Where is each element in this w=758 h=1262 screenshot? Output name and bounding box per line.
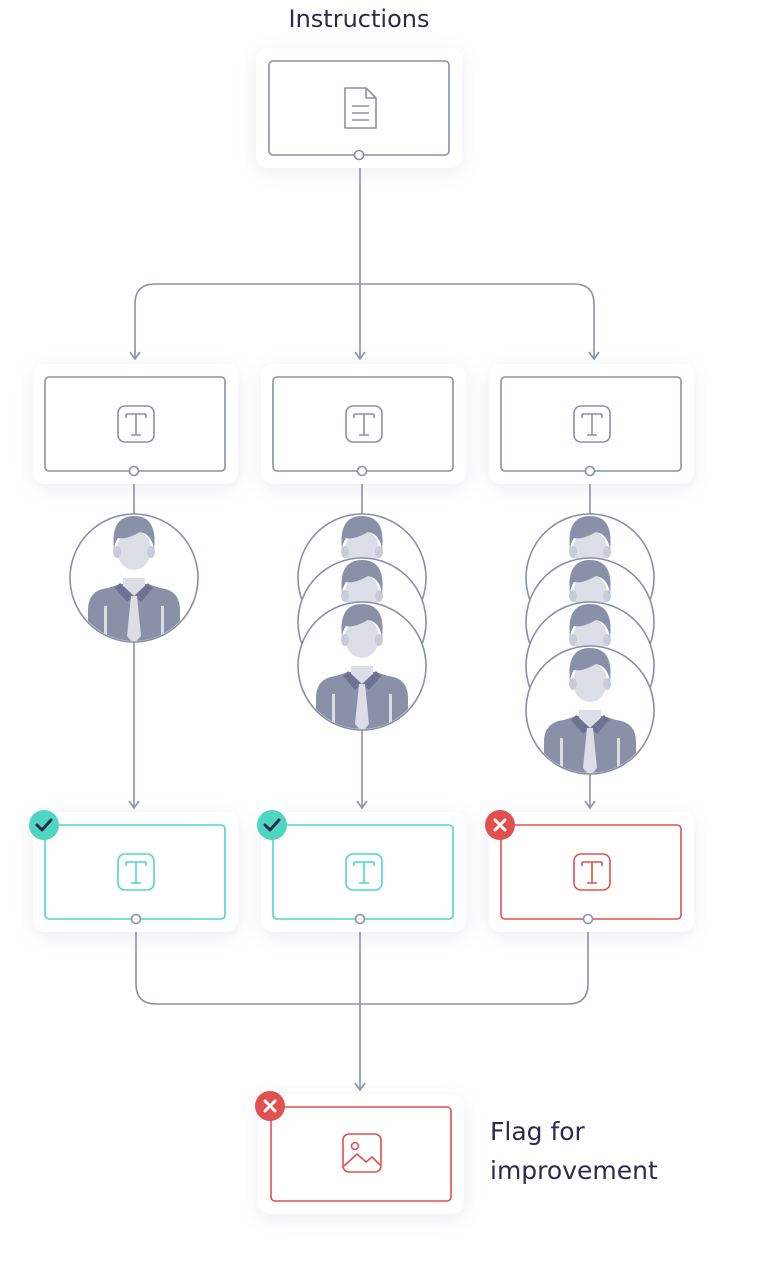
instructions-card <box>256 48 462 168</box>
text-icon <box>345 405 383 443</box>
worker-avatar <box>297 601 427 731</box>
worker-avatar <box>525 645 655 775</box>
check-badge-icon <box>257 810 287 840</box>
result-card-1 <box>29 810 238 932</box>
document-icon <box>344 87 377 129</box>
text-icon <box>117 405 155 443</box>
error-badge-icon <box>255 1091 285 1121</box>
arrowheads <box>128 351 600 1092</box>
result-card-2 <box>257 810 466 932</box>
text-icon <box>345 853 383 891</box>
flag-label-line1: Flag for <box>490 1117 586 1146</box>
instructions-label: Instructions <box>289 5 430 33</box>
text-icon <box>117 853 155 891</box>
check-badge-icon <box>29 810 59 840</box>
text-icon <box>573 405 611 443</box>
worker-avatar <box>69 513 199 643</box>
output-port <box>353 149 365 161</box>
image-icon <box>342 1133 382 1173</box>
result-card-3 <box>485 810 694 932</box>
task-card-2 <box>261 364 466 484</box>
flag-label-line2: improvement <box>490 1156 658 1185</box>
text-icon <box>573 853 611 891</box>
worker-avatars <box>69 513 655 775</box>
error-badge-icon <box>485 810 515 840</box>
task-card-3 <box>489 364 694 484</box>
flagged-image-card <box>255 1091 464 1214</box>
task-card-1 <box>33 364 238 484</box>
